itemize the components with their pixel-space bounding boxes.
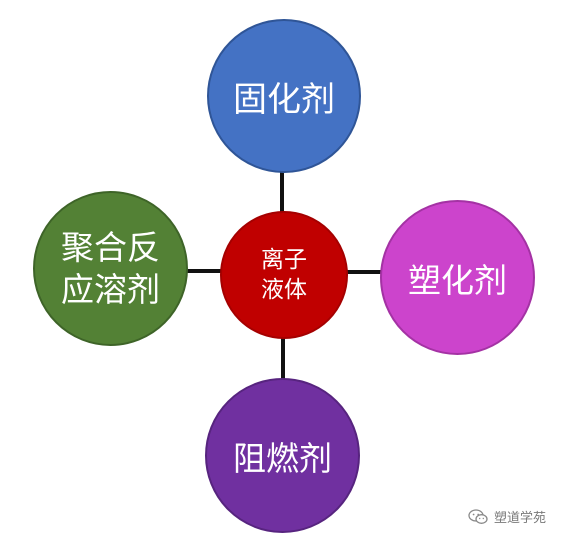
- connector-left: [185, 269, 223, 273]
- watermark: 塑道学苑: [468, 507, 546, 526]
- node-curing-agent-label: 固化剂: [233, 79, 335, 120]
- watermark-text: 塑道学苑: [493, 511, 546, 526]
- node-polymerization-solvent: 聚合反 应溶剂: [33, 191, 188, 346]
- node-ionic-liquid: 离子 液体: [220, 211, 348, 339]
- node-plasticizer-label: 塑化剂: [408, 260, 507, 300]
- node-flame-retardant: 阻燃剂: [205, 378, 360, 533]
- node-ionic-liquid-line2: 液体: [261, 277, 307, 303]
- node-curing-agent: 固化剂: [207, 19, 361, 173]
- node-plasticizer: 塑化剂: [380, 200, 535, 355]
- node-ionic-liquid-line1: 离子: [261, 247, 307, 273]
- connector-bottom: [281, 333, 285, 385]
- node-flame-retardant-label: 阻燃剂: [233, 438, 332, 478]
- node-polymerization-solvent-line1: 聚合反: [61, 227, 160, 267]
- connector-right: [346, 270, 382, 274]
- connector-top: [280, 150, 284, 228]
- node-polymerization-solvent-line2: 应溶剂: [61, 269, 160, 309]
- wechat-icon: [468, 508, 488, 524]
